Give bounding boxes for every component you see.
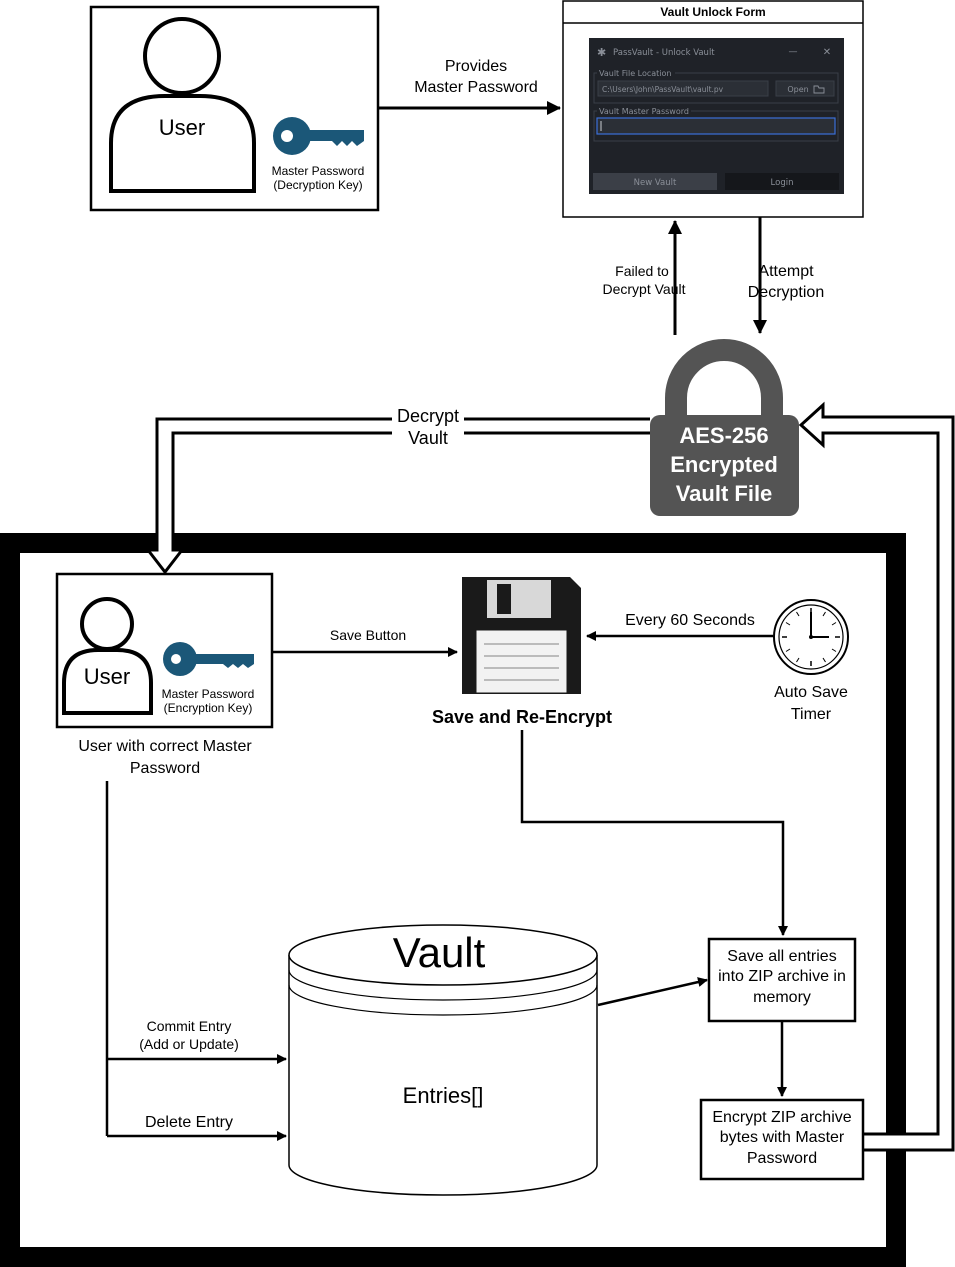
save-reencrypt-label: Save and Re-Encrypt <box>432 707 612 727</box>
lock-label-2: Encrypted <box>670 452 778 477</box>
open-button-label: Open <box>787 85 808 94</box>
timer-label-2: Timer <box>791 706 832 723</box>
key-icon <box>273 117 364 155</box>
clock-icon <box>773 599 849 675</box>
attempt-label-1: Attempt <box>758 263 814 280</box>
provides-label-1: Provides <box>445 58 507 75</box>
app-boundary-frame <box>0 533 906 1267</box>
top-user-box: User Master Password (Decryption Key) <box>89 5 380 212</box>
commit-label-1: Commit Entry <box>147 1018 232 1034</box>
vault-entries: Entries[] <box>403 1083 484 1108</box>
provides-label-2: Master Password <box>414 79 538 96</box>
delete-label: Delete Entry <box>145 1114 233 1131</box>
reencrypt-return-arrow <box>798 401 955 1152</box>
decrypt-label-1: Decrypt <box>397 406 459 426</box>
inner-user-box: User Master Password (Encryption Key) <box>55 572 274 729</box>
encrypt-archive-box: Encrypt ZIP archive bytes with Master Pa… <box>699 1098 865 1181</box>
vault-to-zip-arrow <box>597 977 708 1007</box>
commit-label-2: (Add or Update) <box>139 1036 239 1052</box>
failed-label-2: Decrypt Vault <box>603 281 686 297</box>
master-password-field[interactable] <box>596 117 836 135</box>
encrypt-label-3: Password <box>747 1150 817 1167</box>
lock-label-3: Vault File <box>676 481 773 506</box>
open-button[interactable] <box>775 80 835 97</box>
file-location-label: Vault File Location <box>599 69 672 78</box>
save-button-label: Save Button <box>330 627 406 643</box>
zip-archive-box: Save all entries into ZIP archive in mem… <box>707 937 857 1023</box>
zip-label-1: Save all entries <box>727 948 836 965</box>
user-icon <box>62 597 153 715</box>
new-vault-button[interactable] <box>593 173 717 190</box>
vault-database <box>288 924 598 1196</box>
decrypt-vault-arrow <box>144 417 650 575</box>
encrypted-vault-lock: AES-256 Encrypted Vault File <box>650 339 799 516</box>
timer-label-1: Auto Save <box>774 684 848 701</box>
attempt-label-2: Decryption <box>748 284 824 301</box>
inner-key-caption-2: (Encryption Key) <box>164 701 253 715</box>
unlock-form-caption: Vault Unlock Form <box>660 5 765 19</box>
window-title: PassVault - Unlock Vault <box>613 48 715 58</box>
top-user-label: User <box>159 115 205 140</box>
lock-label-1: AES-256 <box>679 423 768 448</box>
close-icon[interactable]: ✕ <box>823 47 831 58</box>
lock-shackle <box>665 339 783 422</box>
floppy-disk-icon <box>462 577 581 694</box>
encrypt-label-1: Encrypt ZIP archive <box>712 1109 851 1126</box>
unlock-form-box: Vault Unlock Form ✱ PassVault - Unlock V… <box>562 0 864 218</box>
master-password-label: Vault Master Password <box>599 107 689 116</box>
app-logo-icon: ✱ <box>597 46 606 59</box>
minimize-button[interactable]: — <box>789 47 798 57</box>
file-path-text: C:\Users\John\PassVault\vault.pv <box>602 85 724 94</box>
lock-body <box>650 415 799 516</box>
every-60-label: Every 60 Seconds <box>625 612 755 629</box>
failed-label-1: Failed to <box>615 263 669 279</box>
new-vault-label: New Vault <box>634 178 677 188</box>
file-path-field[interactable] <box>597 80 769 97</box>
zip-label-3: memory <box>753 989 811 1006</box>
save-to-zip-connector <box>520 730 788 936</box>
login-button[interactable] <box>725 173 839 190</box>
unlock-window: ✱ PassVault - Unlock Vault — ✕ Vault Fil… <box>589 38 844 194</box>
inner-key-caption-1: Master Password <box>162 687 255 701</box>
decrypt-label-2: Vault <box>408 428 448 448</box>
top-key-caption-2: (Decryption Key) <box>273 178 362 192</box>
folder-icon <box>813 85 825 94</box>
key-icon <box>163 642 254 676</box>
user-icon <box>109 17 256 193</box>
top-key-caption-1: Master Password <box>272 164 365 178</box>
login-label: Login <box>771 178 794 188</box>
inner-user-caption-1: User with correct Master <box>78 738 252 755</box>
inner-user-label: User <box>84 664 130 689</box>
zip-label-2: into ZIP archive in <box>718 968 846 985</box>
inner-user-caption-2: Password <box>130 760 200 777</box>
encrypt-label-2: bytes with Master <box>720 1129 845 1146</box>
vault-title: Vault <box>393 929 486 976</box>
